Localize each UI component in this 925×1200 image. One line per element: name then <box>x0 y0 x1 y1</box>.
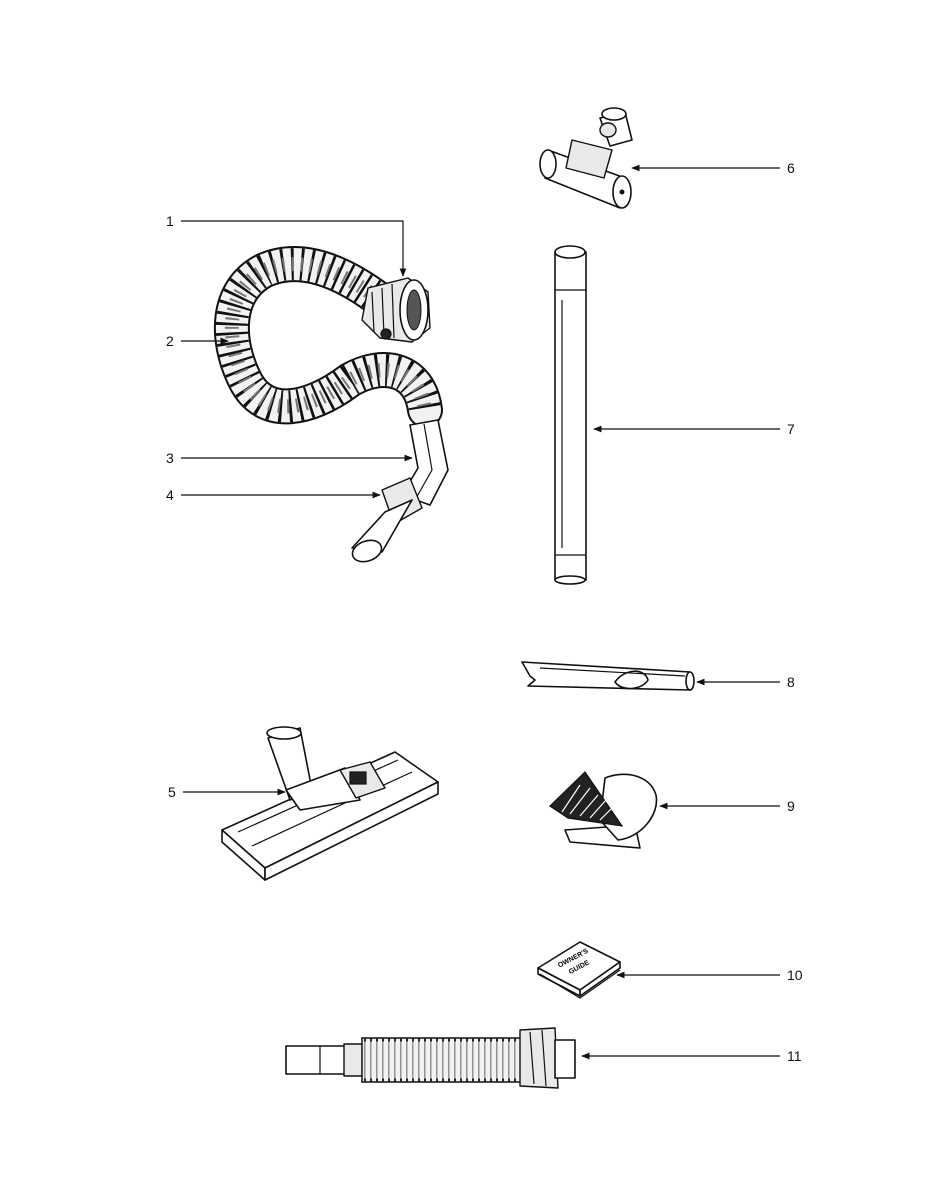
crevice-tool <box>521 661 695 691</box>
hose-coupling <box>361 277 431 343</box>
curved-wand <box>401 419 449 506</box>
callout-2: 2 <box>166 333 174 349</box>
callout-3: 3 <box>166 450 174 466</box>
callout-9: 9 <box>787 798 795 814</box>
wand-tube <box>554 245 587 585</box>
floor-tool <box>221 726 439 881</box>
callout-leaders <box>181 164 780 1060</box>
turbo-brush <box>539 107 633 209</box>
owners-guide-booklet: OWNER'S GUIDE <box>537 941 621 999</box>
callout-11: 11 <box>787 1048 802 1064</box>
callout-6: 6 <box>787 160 795 176</box>
callout-8: 8 <box>787 674 795 690</box>
callout-7: 7 <box>787 421 795 437</box>
callout-1: 1 <box>166 213 174 229</box>
dusting-brush <box>549 771 658 849</box>
callout-5: 5 <box>168 784 176 800</box>
extension-hose <box>285 1027 576 1089</box>
callout-4: 4 <box>166 487 174 503</box>
callout-numbers: 1 2 3 4 5 6 7 8 9 10 11 <box>166 160 803 1064</box>
callout-10: 10 <box>787 967 803 983</box>
hose-assembly <box>213 246 449 563</box>
